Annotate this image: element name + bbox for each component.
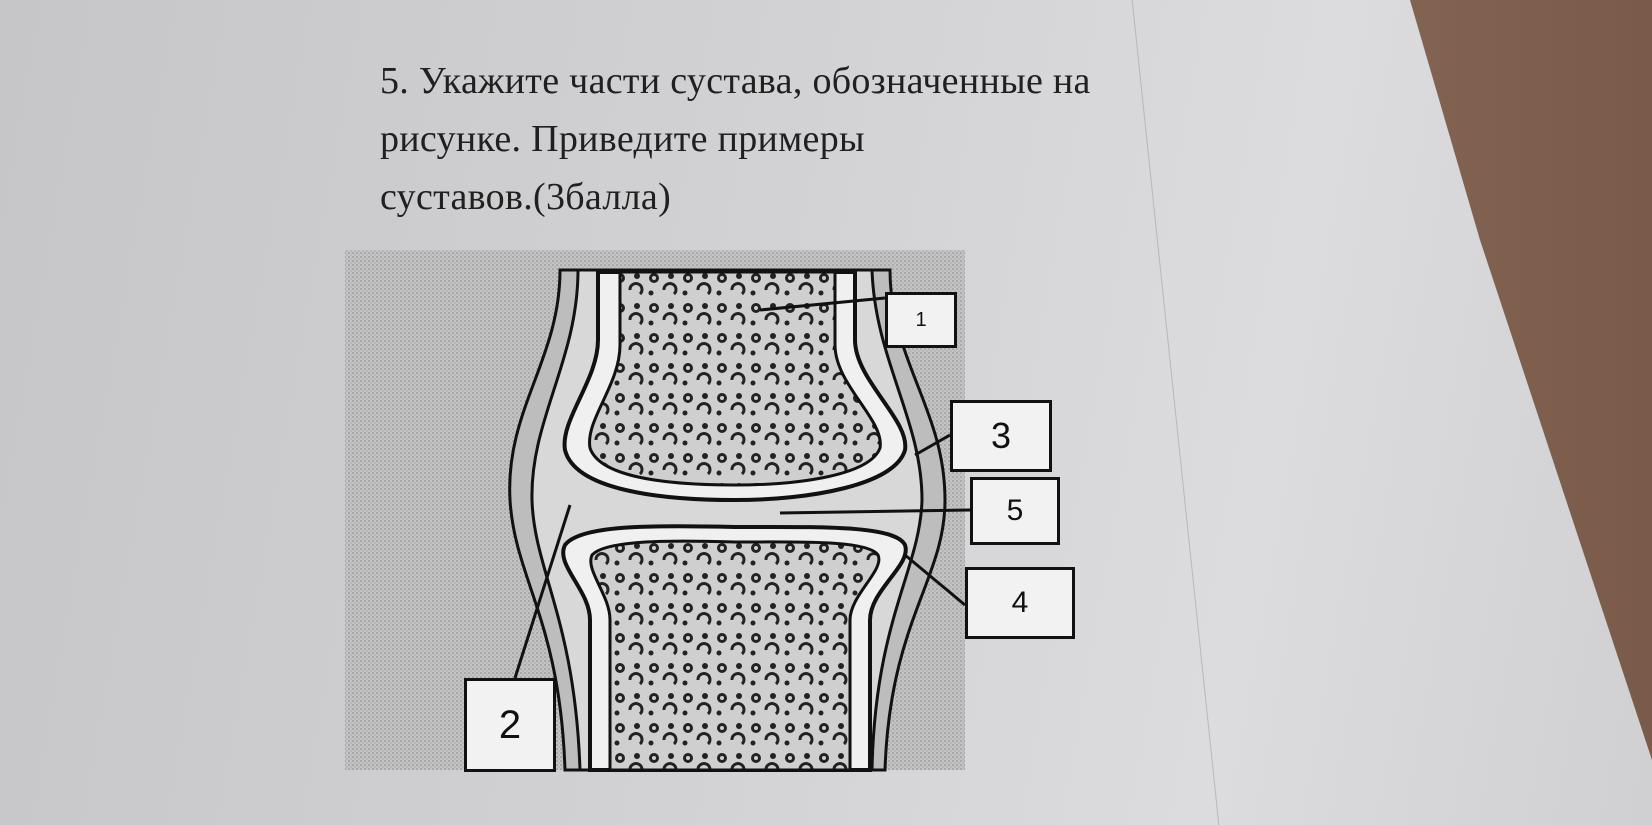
label-box-4: 4 (965, 567, 1075, 639)
question-text: 5. Укажите части сустава, обозначенные н… (380, 52, 1091, 226)
question-line-1: 5. Укажите части сустава, обозначенные н… (380, 60, 1091, 102)
label-box-2: 2 (464, 678, 556, 772)
leader-lines (513, 296, 971, 679)
question-line-3: суставов.(3балла) (380, 176, 672, 218)
lower-bone-spongy (589, 539, 881, 772)
label-box-1: 1 (885, 292, 957, 348)
label-box-3: 3 (950, 400, 1052, 472)
upper-bone-spongy (588, 270, 882, 487)
label-box-5: 5 (970, 477, 1060, 545)
question-line-2: рисунке. Приведите примеры (380, 118, 865, 160)
